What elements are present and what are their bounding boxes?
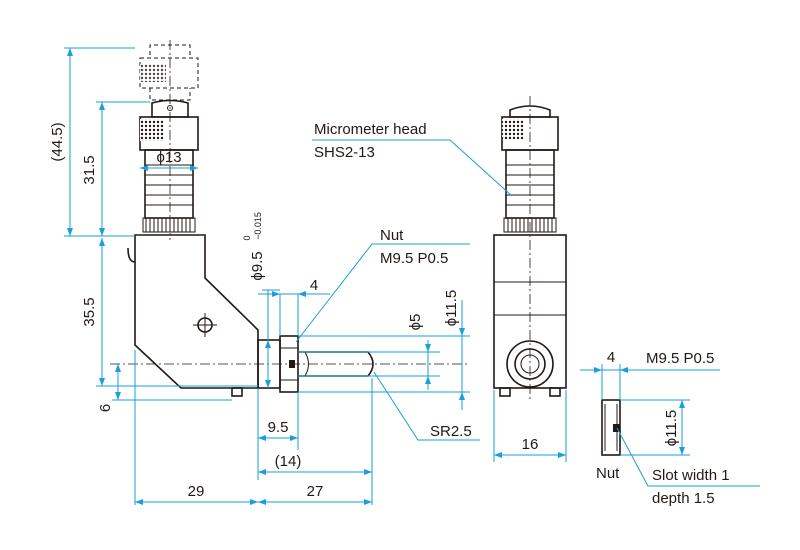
dim-shaft-length: (14) <box>275 453 302 470</box>
vertical-dimensions <box>64 47 258 401</box>
nut-thread-spec: M9.5 P0.5 <box>646 350 714 367</box>
head-diameter-dim <box>140 165 198 171</box>
dim-shaft-tol-lower: −0.015 <box>253 212 263 240</box>
nut-leader <box>295 243 470 343</box>
micrometer-head <box>139 99 199 233</box>
l-bracket <box>127 234 259 397</box>
nut-width-dim <box>258 291 330 336</box>
dim-body-width: 29 <box>188 483 205 500</box>
dim-overall-height: (44.5) <box>49 122 66 161</box>
dim-nut-width: 4 <box>310 277 318 294</box>
slot-depth-label: depth 1.5 <box>652 490 715 507</box>
nut-spec: M9.5 P0.5 <box>380 250 448 267</box>
retracted-head-outline <box>139 44 199 101</box>
dim-tip-diameter: ϕ5 <box>407 314 424 331</box>
side-view: Micrometer head SHS2-13 16 <box>312 96 567 462</box>
nut-detail-view: 4 M9.5 P0.5 ϕ11.5 Nut Slot width 1 depth… <box>580 349 760 507</box>
dim-bracket-height: 35.5 <box>81 297 98 326</box>
dim-nut-diameter: ϕ11.5 <box>443 290 460 326</box>
dim-travel: 27 <box>307 483 324 500</box>
dim-head-height: 31.5 <box>81 155 98 184</box>
dim-shaft-tol-upper: 0 <box>242 235 252 240</box>
head-model: SHS2-13 <box>314 144 375 161</box>
nut-part-label: Nut <box>596 465 620 482</box>
side-width-dim: 16 <box>522 436 539 453</box>
front-view: (44.5) 31.5 ϕ13 35.5 6 ϕ9.5 0 −0.015 4 ϕ… <box>49 40 480 505</box>
shaft-diameter-dim <box>262 289 280 388</box>
dim-shaft-diameter: ϕ9.5 <box>249 251 266 280</box>
nut-thickness-dim: 4 <box>607 349 615 366</box>
horizontal-dimensions <box>134 350 373 505</box>
slot-width-label: Slot width 1 <box>652 467 730 484</box>
dim-head-diameter: ϕ13 <box>156 149 181 166</box>
head-label: Micrometer head <box>314 121 427 138</box>
dim-nut-position: 9.5 <box>268 419 289 436</box>
sr-leader <box>373 371 480 441</box>
nut-label: Nut <box>380 227 404 244</box>
tip-nut-diameter-dims <box>298 300 470 410</box>
tip-radius: SR2.5 <box>430 423 472 440</box>
nut-diameter-dim: ϕ11.5 <box>663 410 680 446</box>
dim-base-offset: 6 <box>97 404 114 412</box>
